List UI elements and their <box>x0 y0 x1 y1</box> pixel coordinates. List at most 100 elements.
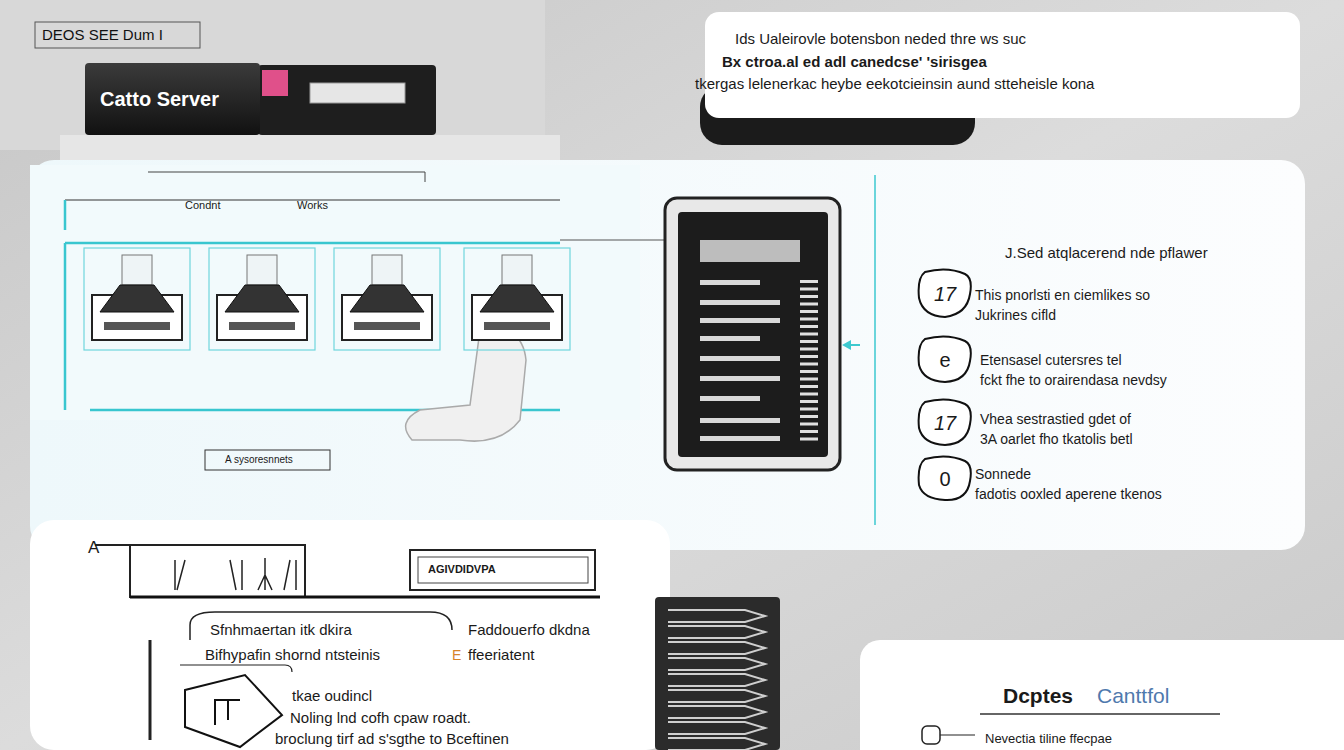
drive-bay <box>668 706 765 718</box>
text-label: Vhea sestrastied gdet of <box>980 411 1131 427</box>
machine-frame <box>209 248 315 350</box>
node-heading: Condnt <box>185 199 220 212</box>
side-bar <box>149 640 152 740</box>
text-label: fckt fhe to orairendasa nevdsy <box>980 372 1167 388</box>
fan-mark <box>215 700 240 725</box>
figure-frame <box>130 545 305 597</box>
rack-vent <box>800 363 818 366</box>
diagram-title: DEOS SEE Dum I <box>42 26 163 43</box>
control-card: DcptesCanttfolNevectia tiline ffecpae <box>860 640 1344 750</box>
rack-vent <box>800 325 818 328</box>
text-label: Sonnede <box>975 466 1031 482</box>
server-box: Catto Server <box>85 63 260 135</box>
lower-rack <box>655 597 780 750</box>
leader-line <box>940 734 975 735</box>
text-label: broclung tirf ad s'sgthe to Bceftinen <box>275 730 509 747</box>
lower-panel <box>30 520 670 750</box>
icon-badge: 0 <box>915 455 975 503</box>
node-heading: Dcptes <box>1003 684 1073 708</box>
node-heading: 17 <box>915 412 975 435</box>
machine-hood <box>350 285 424 312</box>
rack-row <box>700 300 780 305</box>
cyan-divider <box>874 175 876 525</box>
drive-bay <box>668 738 765 750</box>
shelf <box>60 135 560 160</box>
machine-frame <box>84 248 190 350</box>
fan-shape <box>185 675 282 747</box>
chair <box>406 329 526 442</box>
link-wire <box>560 239 665 240</box>
arrow-head <box>842 340 851 350</box>
printer-machine <box>334 248 440 350</box>
rack-vent <box>800 408 818 411</box>
rack-cabinet <box>665 198 840 470</box>
card-icon <box>922 726 940 744</box>
work-area: Condnt Works <box>65 200 560 410</box>
base-rule <box>130 596 600 599</box>
machine-head <box>122 255 152 285</box>
printer-machine <box>84 248 190 350</box>
rack-row <box>700 436 780 441</box>
rack-vent <box>800 438 818 441</box>
rack-vent <box>800 378 818 381</box>
rack-display <box>700 240 800 262</box>
server-unit <box>258 65 436 135</box>
icon-badge: e <box>915 335 975 385</box>
text-label: fadotis ooxled aperene tkenos <box>975 486 1162 502</box>
callout-box: Ids Ualeirovle botensbon neded thre ws s… <box>705 12 1300 118</box>
rack-vent <box>800 385 818 388</box>
dimension-line <box>148 172 425 173</box>
printer-machine <box>209 248 315 350</box>
label-box-inner <box>418 557 588 583</box>
title-frame <box>35 22 200 48</box>
drive-bay <box>668 722 765 734</box>
text-label: tkae oudincl <box>292 687 372 704</box>
node-text: Works <box>297 199 328 212</box>
rack-vent <box>800 355 818 358</box>
text-label: A <box>88 538 99 558</box>
rack-inner <box>678 212 828 457</box>
node-text: Canttfol <box>1097 684 1169 708</box>
text-label: Faddouerfo dkdna <box>468 621 590 638</box>
node-heading: e <box>915 349 975 372</box>
rack-vent <box>800 318 818 321</box>
drive-bay <box>668 658 765 670</box>
dimension-tick <box>425 172 426 182</box>
underline <box>980 713 1220 715</box>
rack-vent <box>800 333 818 336</box>
drive-bay <box>668 626 765 638</box>
text-label: Sfnhmaertan itk dkira <box>210 621 352 638</box>
machine-head <box>372 255 402 285</box>
rack-vent <box>800 310 818 313</box>
text-label: Bifhypafin shornd ntsteinis <box>205 646 380 663</box>
drive-bay <box>668 642 765 654</box>
text-label: Etensasel cutersres tel <box>980 352 1122 368</box>
server-display <box>310 83 405 103</box>
stick-figures <box>175 558 296 590</box>
text-label: This pnorlsti en ciemlikes so <box>975 287 1150 303</box>
machine-slot <box>354 322 420 330</box>
back-wall <box>0 0 545 150</box>
rack-vent <box>800 303 818 306</box>
rack-vent <box>800 348 818 351</box>
icon-badge: 17 <box>915 268 975 320</box>
text-label: A sysoresnnets <box>225 454 293 466</box>
rack-vent <box>800 415 818 418</box>
machine-slot <box>484 322 550 330</box>
leader-line <box>180 665 292 672</box>
text-label: AGIVDIDVPA <box>428 563 496 576</box>
node-heading: Catto Server <box>100 88 219 111</box>
drive-bay <box>668 610 765 622</box>
machine-hood <box>225 285 299 312</box>
node-heading: 17 <box>915 283 975 306</box>
label-frame <box>205 450 330 470</box>
rack-vent <box>800 280 818 283</box>
rack-vent <box>800 423 818 426</box>
rack-vent <box>800 288 818 291</box>
machine-slot <box>229 322 295 330</box>
machine-frame <box>334 248 440 350</box>
node-text: tkergas lelenerkac heybe eekotcieinsin a… <box>695 75 1094 92</box>
machine-head <box>502 255 532 285</box>
